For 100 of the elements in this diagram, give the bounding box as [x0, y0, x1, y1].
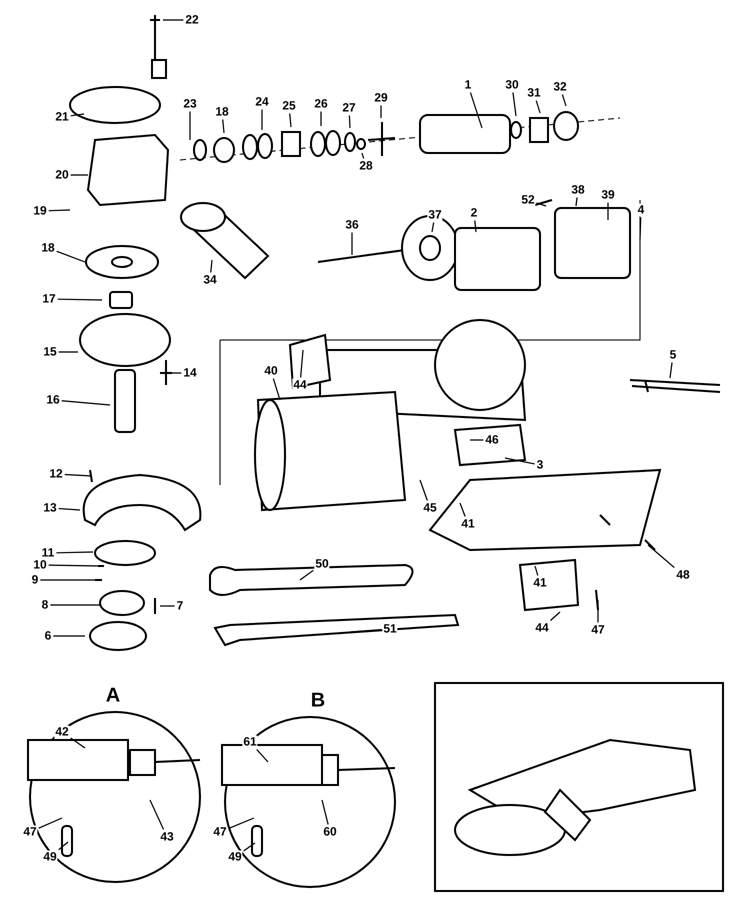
callout-number: 18 — [214, 106, 230, 118]
leader-line — [639, 217, 642, 240]
callout-number: 28 — [358, 160, 374, 172]
leader-line — [474, 220, 477, 232]
callout-number: 21 — [54, 110, 70, 124]
leader-line — [431, 222, 434, 232]
callout-number: 14 — [182, 366, 198, 380]
callout-number: 9 — [30, 574, 40, 586]
callout-number: 37 — [427, 208, 443, 222]
leader-line — [168, 372, 182, 374]
leader-line — [48, 209, 70, 212]
callout-number: 7 — [176, 600, 184, 612]
leader-line — [70, 113, 84, 116]
leader-line — [669, 362, 673, 378]
callout-number: 1 — [464, 78, 472, 92]
callout-number: 45 — [422, 502, 438, 514]
leader-line — [419, 480, 428, 501]
leader-line — [160, 605, 175, 607]
view-letter: A — [106, 684, 120, 708]
leader-line — [56, 551, 94, 554]
leader-line — [163, 19, 184, 21]
callout-number: 43 — [159, 830, 175, 844]
leader-line — [470, 439, 484, 441]
callout-number: 24 — [254, 96, 270, 108]
callout-number: 12 — [48, 468, 64, 480]
leader-line — [300, 570, 314, 580]
leader-line — [210, 260, 213, 273]
callout-number: 15 — [42, 346, 58, 358]
leader-line — [58, 508, 80, 511]
leader-line — [256, 749, 268, 762]
callout-number: 49 — [42, 850, 58, 864]
callout-number: 10 — [32, 558, 48, 572]
leader-line — [70, 174, 88, 176]
callout-number: 47 — [22, 826, 38, 838]
callout-number: 61 — [242, 736, 258, 748]
callout-number: 39 — [600, 188, 616, 202]
leader-line — [562, 94, 567, 106]
leader-line — [575, 197, 578, 206]
view-letter: B — [310, 690, 326, 712]
callout-number: 17 — [41, 292, 57, 306]
leader-line — [58, 842, 68, 850]
callout-number: 44 — [292, 378, 308, 392]
callout-number: 36 — [344, 218, 360, 232]
callout-number: 52 — [520, 194, 536, 206]
callout-number: 22 — [184, 14, 200, 26]
callout-number: 47 — [590, 624, 606, 636]
leader-line — [243, 842, 256, 852]
callout-number: 11 — [40, 546, 56, 560]
callout-number: 6 — [44, 630, 52, 642]
leader-line — [351, 232, 353, 255]
callout-number: 38 — [570, 184, 586, 196]
callout-number: 32 — [552, 80, 568, 94]
leader-line — [459, 502, 466, 517]
callout-number: 41 — [460, 518, 476, 530]
callout-number: 30 — [504, 78, 520, 92]
leader-line — [53, 635, 85, 637]
leader-line — [300, 350, 304, 378]
callout-number: 23 — [182, 98, 198, 110]
leader-line — [536, 100, 541, 114]
callout-number: 41 — [532, 576, 548, 590]
leader-line — [607, 202, 609, 220]
callout-number: 3 — [536, 458, 544, 472]
callout-number: 29 — [373, 92, 389, 104]
leader-line — [56, 250, 86, 263]
leader-line — [58, 351, 78, 353]
callout-number: 8 — [40, 598, 50, 612]
callout-number: 4 — [636, 204, 646, 216]
callout-number: 46 — [484, 434, 500, 446]
callout-number: 34 — [202, 274, 218, 286]
leader-line — [62, 400, 110, 406]
leader-line — [380, 106, 382, 118]
leader-line — [534, 566, 538, 576]
callout-number: 42 — [54, 726, 70, 738]
callout-number: 49 — [227, 850, 243, 864]
leader-line — [58, 298, 102, 301]
leader-line — [289, 113, 292, 128]
callout-number: 16 — [45, 394, 61, 406]
callout-number: 44 — [534, 622, 550, 634]
leader-line — [361, 152, 364, 159]
leader-line — [320, 112, 322, 126]
callout-number: 18 — [40, 242, 56, 254]
leader-line — [50, 604, 100, 606]
leader-line — [40, 579, 95, 581]
leader-line — [228, 817, 254, 829]
leader-line — [348, 115, 351, 128]
callout-number: 27 — [341, 102, 357, 114]
leader-line — [321, 800, 329, 825]
leader-line — [536, 202, 546, 207]
callout-number: 48 — [675, 568, 691, 582]
leader-line — [149, 800, 164, 830]
callout-number: 51 — [382, 622, 398, 636]
leader-line — [597, 600, 599, 622]
callout-number: 2 — [470, 206, 478, 220]
callout-number: 40 — [263, 364, 279, 378]
callout-number: 47 — [212, 826, 228, 838]
leader-line — [38, 817, 62, 829]
leader-line — [350, 629, 382, 633]
callout-number: 5 — [668, 348, 678, 362]
callout-number: 31 — [526, 86, 542, 100]
callout-number: 19 — [32, 204, 48, 218]
